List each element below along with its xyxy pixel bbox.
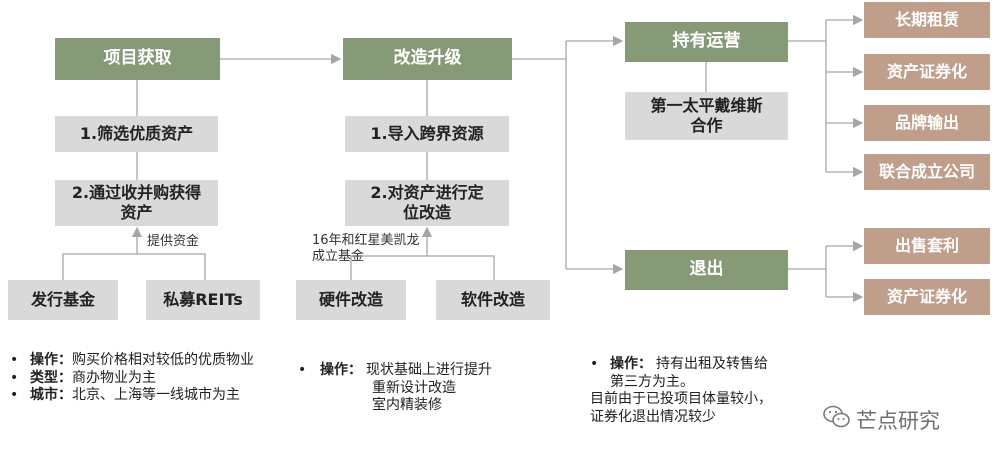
acquire-step2: 2.通过收并购获得资产 (55, 180, 218, 226)
note-text: 室内精装修 (372, 397, 442, 413)
note-text: 现状基础上进行提升 (366, 362, 492, 378)
operate-title: 持有运营 (625, 22, 788, 62)
note-label: 城市 (30, 387, 58, 403)
upgrade-title: 改造升级 (343, 38, 512, 80)
upgrade-hardware: 硬件改造 (296, 280, 406, 320)
note-text: 第三方为主。 (610, 373, 694, 390)
source-reits: 私募REITs (146, 280, 260, 320)
note-text: 购买价格相对较低的优质物业 (72, 352, 254, 368)
funding-note: 提供资金 (147, 234, 200, 249)
note-text: 证券化退出情况较少 (590, 408, 716, 425)
upgrade-step2: 2.对资产进行定位改造 (345, 180, 509, 226)
watermark: 芒点研究 (822, 404, 940, 435)
note-label: 类型 (30, 369, 58, 386)
outcome-brand-export: 品牌输出 (864, 105, 990, 141)
note-text: 商办物业为主 (72, 369, 156, 386)
upgrade-software: 软件改造 (436, 280, 550, 320)
acquire-step1: 1.筛选优质资产 (55, 116, 218, 152)
source-fund: 发行基金 (8, 280, 118, 320)
note-text: 重新设计改造 (372, 379, 456, 396)
exit-outcome-sale: 出售套利 (864, 228, 990, 264)
operate-partner: 第一太平戴维斯合作 (625, 92, 788, 140)
note-text: 持有出租及转售给 (656, 356, 768, 372)
exit-title: 退出 (625, 250, 788, 290)
outcome-long-lease: 长期租赁 (864, 2, 990, 38)
upgrade-step1: 1.导入跨界资源 (345, 116, 509, 152)
note-text: 北京、上海等一线城市为主 (72, 387, 240, 403)
note-text: 目前由于已投项目体量较小， (590, 391, 772, 407)
note-label: 操作 (610, 356, 638, 372)
wechat-icon (822, 404, 852, 435)
outcome-securitization: 资产证券化 (864, 54, 990, 90)
notes-col2: • 操作： 现状基础上进行提升 重新设计改造 室内精装修 (298, 362, 558, 415)
exit-outcome-securitization: 资产证券化 (864, 279, 990, 315)
notes-col1: • 操作：购买价格相对较低的优质物业 • 类型：商办物业为主 • 城市：北京、上… (10, 352, 254, 403)
acquire-title: 项目获取 (55, 38, 220, 80)
watermark-text: 芒点研究 (856, 408, 940, 433)
note-label: 操作 (320, 362, 348, 378)
outcome-joint-company: 联合成立公司 (864, 154, 990, 190)
note-label: 操作 (30, 352, 58, 368)
notes-col3: • 操作： 持有出租及转售给 第三方为主。 目前由于已投项目体量较小， 证券化退… (590, 356, 830, 426)
upgrade-note: 16年和红星美凯龙成立基金 (312, 233, 420, 264)
